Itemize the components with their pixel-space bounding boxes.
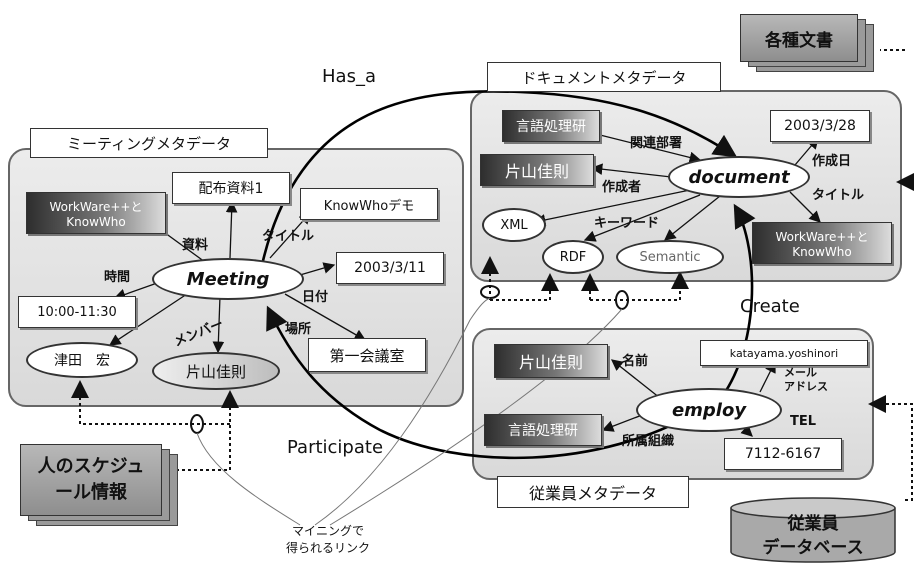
edge-tel-label: TEL xyxy=(790,414,817,429)
participate-label: Participate xyxy=(287,437,384,458)
edge-place-label: 場所 xyxy=(285,322,312,337)
emp-email-node: katayama.yoshinori xyxy=(700,340,868,366)
meeting-time-node: 10:00-11:30 xyxy=(18,296,136,328)
meeting-member1-node: 津田 宏 xyxy=(26,342,138,378)
doc-author-node: 片山佳則 xyxy=(480,154,594,186)
doc-xml-node: XML xyxy=(482,208,546,242)
doc-title-node: WorkWare++と KnowWho xyxy=(752,222,892,264)
edge-material-label: 資料 xyxy=(182,238,209,253)
edge-dept-label: 関連部署 xyxy=(630,136,683,151)
emp-center-node: employ xyxy=(636,388,782,432)
meeting-place-node: 第一会議室 xyxy=(308,338,426,372)
emp-org-node: 言語処理研 xyxy=(484,414,602,446)
meeting-panel-title: ミーティングメタデータ xyxy=(30,128,268,158)
doc-rdf-node: RDF xyxy=(542,240,604,274)
doc-semantic-node: Semantic xyxy=(616,240,724,274)
edge-keyword-label: キーワード xyxy=(594,216,660,231)
create-label: Create xyxy=(740,296,800,317)
doc-center-node: document xyxy=(668,156,810,198)
database-cylinder-icon xyxy=(730,497,896,563)
edge-name-label: 名前 xyxy=(622,354,649,369)
has-a-label: Has_a xyxy=(322,66,376,87)
emp-tel-node: 7112-6167 xyxy=(724,438,842,470)
doc-date-node: 2003/3/28 xyxy=(770,110,870,142)
meeting-knowwho-demo-node: KnowWhoデモ xyxy=(300,188,438,220)
edge-mail-label: メール アドレス xyxy=(784,366,828,393)
edge-org-label: 所属組織 xyxy=(622,434,675,449)
employee-panel-title: 従業員メタデータ xyxy=(497,476,689,508)
documents-source-label: 各種文書 xyxy=(740,14,858,62)
employee-db-source: 従業員 データベース xyxy=(728,496,898,566)
schedule-source: 人のスケジュ ール情報 xyxy=(20,444,185,526)
meeting-member2-node: 片山佳則 xyxy=(152,352,280,390)
meeting-date-node: 2003/3/11 xyxy=(336,252,444,284)
edge-created-label: 作成日 xyxy=(812,154,852,169)
document-panel-title: ドキュメントメタデータ xyxy=(487,62,721,92)
doc-lang-lab-node: 言語処理研 xyxy=(502,110,600,142)
meeting-center-node: Meeting xyxy=(152,258,304,300)
meeting-handout-node: 配布資料1 xyxy=(172,172,290,204)
edge-date-label: 日付 xyxy=(302,290,329,305)
edge-meeting-title-label: タイトル xyxy=(262,229,315,244)
documents-source: 各種文書 xyxy=(740,14,880,76)
schedule-source-label: 人のスケジュ ール情報 xyxy=(20,444,162,516)
employee-db-label: 従業員 データベース xyxy=(762,514,864,558)
edge-time-label: 時間 xyxy=(104,270,131,285)
meeting-workware-node: WorkWare++と KnowWho xyxy=(26,192,166,234)
edge-doc-title-label: タイトル xyxy=(812,188,865,203)
emp-name-node: 片山佳則 xyxy=(494,344,608,378)
edge-author-label: 作成者 xyxy=(602,180,642,195)
mining-link-label: マイニングで 得られるリンク xyxy=(285,524,370,555)
